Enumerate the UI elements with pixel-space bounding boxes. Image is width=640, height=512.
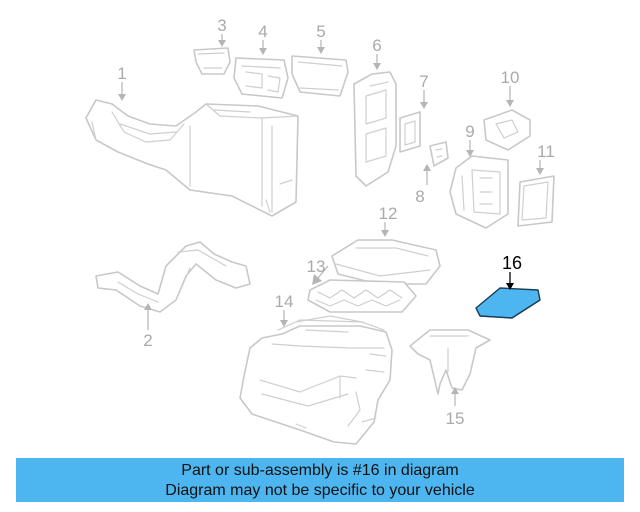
part-1-console-body [85,99,299,217]
part-3-small-tray [193,47,231,75]
part-5-bin [291,55,349,97]
callout-11: 11 [537,142,555,161]
part-2-bracket [95,241,251,313]
banner-line-1: Part or sub-assembly is #16 in diagram [181,462,459,479]
part-15-mount-bracket [409,329,491,395]
callout-14: 14 [275,292,294,311]
callout-7: 7 [419,72,428,91]
callout-12: 12 [379,204,398,223]
info-banner: Part or sub-assembly is #16 in diagram D… [16,458,624,502]
callout-6: 6 [372,36,381,55]
callout-3: 3 [217,16,226,35]
part-14-lower-console [239,315,393,445]
callout-9: 9 [465,122,474,141]
callout-8: 8 [415,187,424,206]
callout-15: 15 [446,409,465,428]
leader-lines [118,34,544,406]
part-10-bezel [483,109,531,151]
banner-line-2: Diagram may not be specific to your vehi… [165,482,475,499]
part-6-side-panel [353,71,397,187]
part-11-cover-plate [517,175,555,227]
part-12-armrest-lid [331,239,441,285]
part-16-pad [475,287,541,319]
callout-2: 2 [143,331,152,350]
callout-16: 16 [502,253,522,273]
part-7-plate [399,111,421,153]
callout-1: 1 [117,64,126,83]
part-9-switch-housing [449,155,509,229]
part-13-lid-liner [307,279,417,313]
callout-4: 4 [258,22,267,41]
callout-10: 10 [501,68,520,87]
callout-13: 13 [307,257,326,276]
callout-5: 5 [316,22,325,41]
part-8-bracket [429,141,449,167]
part-4-tray [233,57,289,99]
